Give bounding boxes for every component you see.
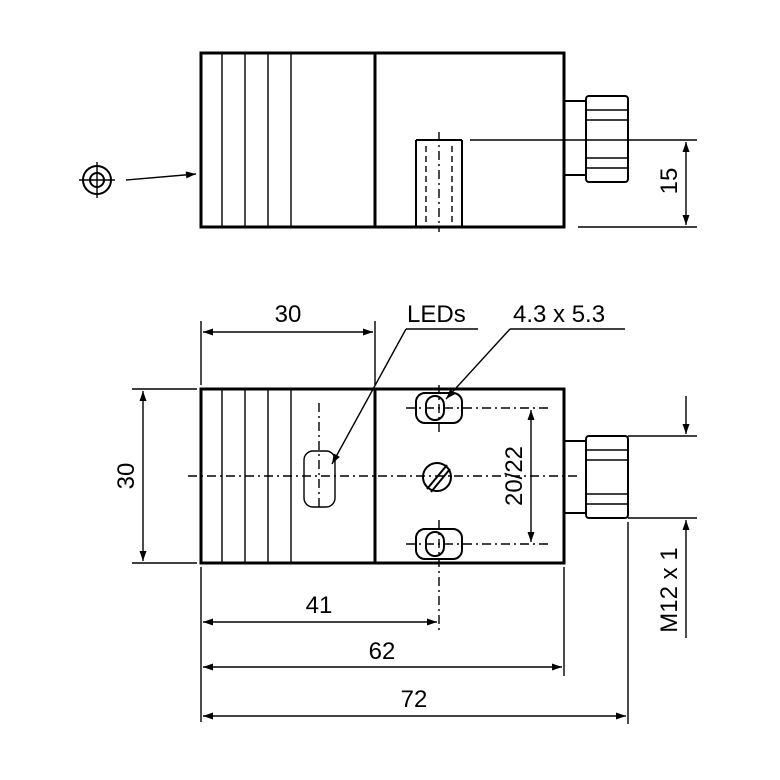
front-view: 30 30 20/22 M12 x 1 LEDs <box>113 301 697 724</box>
dim-30-width-label: 30 <box>275 301 302 328</box>
dim-width-30: 30 <box>200 301 376 385</box>
dim-72: 72 <box>203 522 629 724</box>
dim-15-label: 15 <box>656 168 683 195</box>
dim-41-label: 41 <box>306 592 333 619</box>
dim-62-label: 62 <box>369 638 396 665</box>
dim-30-height-label: 30 <box>113 463 140 490</box>
adjustment-screw <box>422 462 452 493</box>
top-view-screw-hole <box>415 132 463 232</box>
leds-callout: LEDs <box>331 301 478 465</box>
dim-height-30: 30 <box>113 388 197 564</box>
leds-label: LEDs <box>407 301 466 328</box>
top-view-connector <box>563 95 629 183</box>
dim-62: 62 <box>203 567 565 676</box>
led-window <box>303 450 336 508</box>
mounting-hole-top <box>406 385 548 432</box>
dim-spacing-label: 20/22 <box>501 446 528 506</box>
dim-72-label: 72 <box>401 686 428 713</box>
dim-thread: M12 x 1 <box>628 396 697 638</box>
sensing-face-symbol <box>79 162 197 198</box>
dim-height-top: 15 <box>470 139 697 228</box>
dim-41: 41 <box>200 567 437 722</box>
thread-label: M12 x 1 <box>656 547 683 632</box>
dim-hole-spacing: 20/22 <box>501 410 535 542</box>
top-view: 15 <box>79 51 697 232</box>
front-view-connector <box>563 435 629 519</box>
mounting-hole-bottom <box>406 520 548 632</box>
hole-callout: 4.3 x 5.3 <box>445 301 625 400</box>
hole-size-label: 4.3 x 5.3 <box>513 301 605 328</box>
